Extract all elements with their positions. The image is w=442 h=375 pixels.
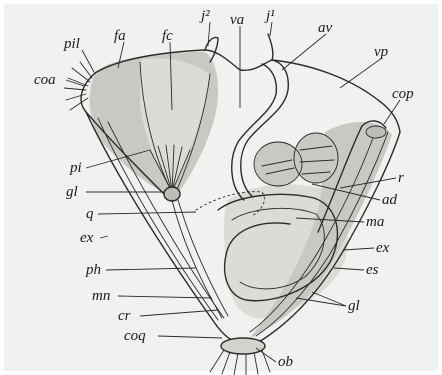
- leader-av: [282, 34, 326, 70]
- ganglion: [164, 187, 180, 201]
- siphon-j1: [268, 34, 273, 60]
- label-ex-right: ex: [376, 240, 390, 256]
- label-j1: j¹: [264, 8, 275, 24]
- leader-vp: [340, 58, 382, 88]
- label-coq: coq: [124, 328, 146, 344]
- label-coa: coa: [34, 72, 56, 88]
- body-shading: [90, 52, 392, 338]
- label-va: va: [230, 12, 244, 28]
- posterior-cushion: [221, 338, 265, 354]
- label-mn: mn: [92, 288, 110, 304]
- leader-cr: [140, 310, 218, 316]
- label-r: r: [398, 170, 404, 186]
- label-gl-right: gl: [348, 298, 360, 314]
- pharynx-line-1: [172, 200, 222, 318]
- label-q: q: [86, 206, 94, 222]
- label-ex-left: ex: [80, 230, 94, 246]
- label-cr: cr: [118, 308, 131, 324]
- label-ma: ma: [366, 214, 384, 230]
- anterior-cilia: [64, 62, 92, 110]
- label-j2: j²: [199, 8, 210, 24]
- label-gl-left: gl: [66, 184, 78, 200]
- label-ph: ph: [85, 262, 101, 278]
- label-ob: ob: [278, 354, 294, 370]
- leader-j1: [270, 22, 272, 36]
- leader-ex-left: [100, 236, 108, 238]
- leader-ex-right: [344, 248, 374, 250]
- leader-gl-right-1: [312, 292, 346, 306]
- label-ad: ad: [382, 192, 398, 208]
- label-av: av: [318, 20, 333, 36]
- leader-pil: [82, 50, 94, 72]
- leader-cop: [384, 100, 400, 124]
- leader-mn: [118, 296, 212, 298]
- label-cop: cop: [392, 86, 414, 102]
- leader-coq: [158, 336, 222, 338]
- label-fc: fc: [162, 28, 173, 44]
- label-vp: vp: [374, 44, 389, 60]
- label-pil: pil: [63, 36, 80, 52]
- label-fa: fa: [114, 28, 126, 44]
- right-gland: [366, 126, 386, 138]
- label-es: es: [366, 262, 379, 278]
- label-pi: pi: [69, 160, 82, 176]
